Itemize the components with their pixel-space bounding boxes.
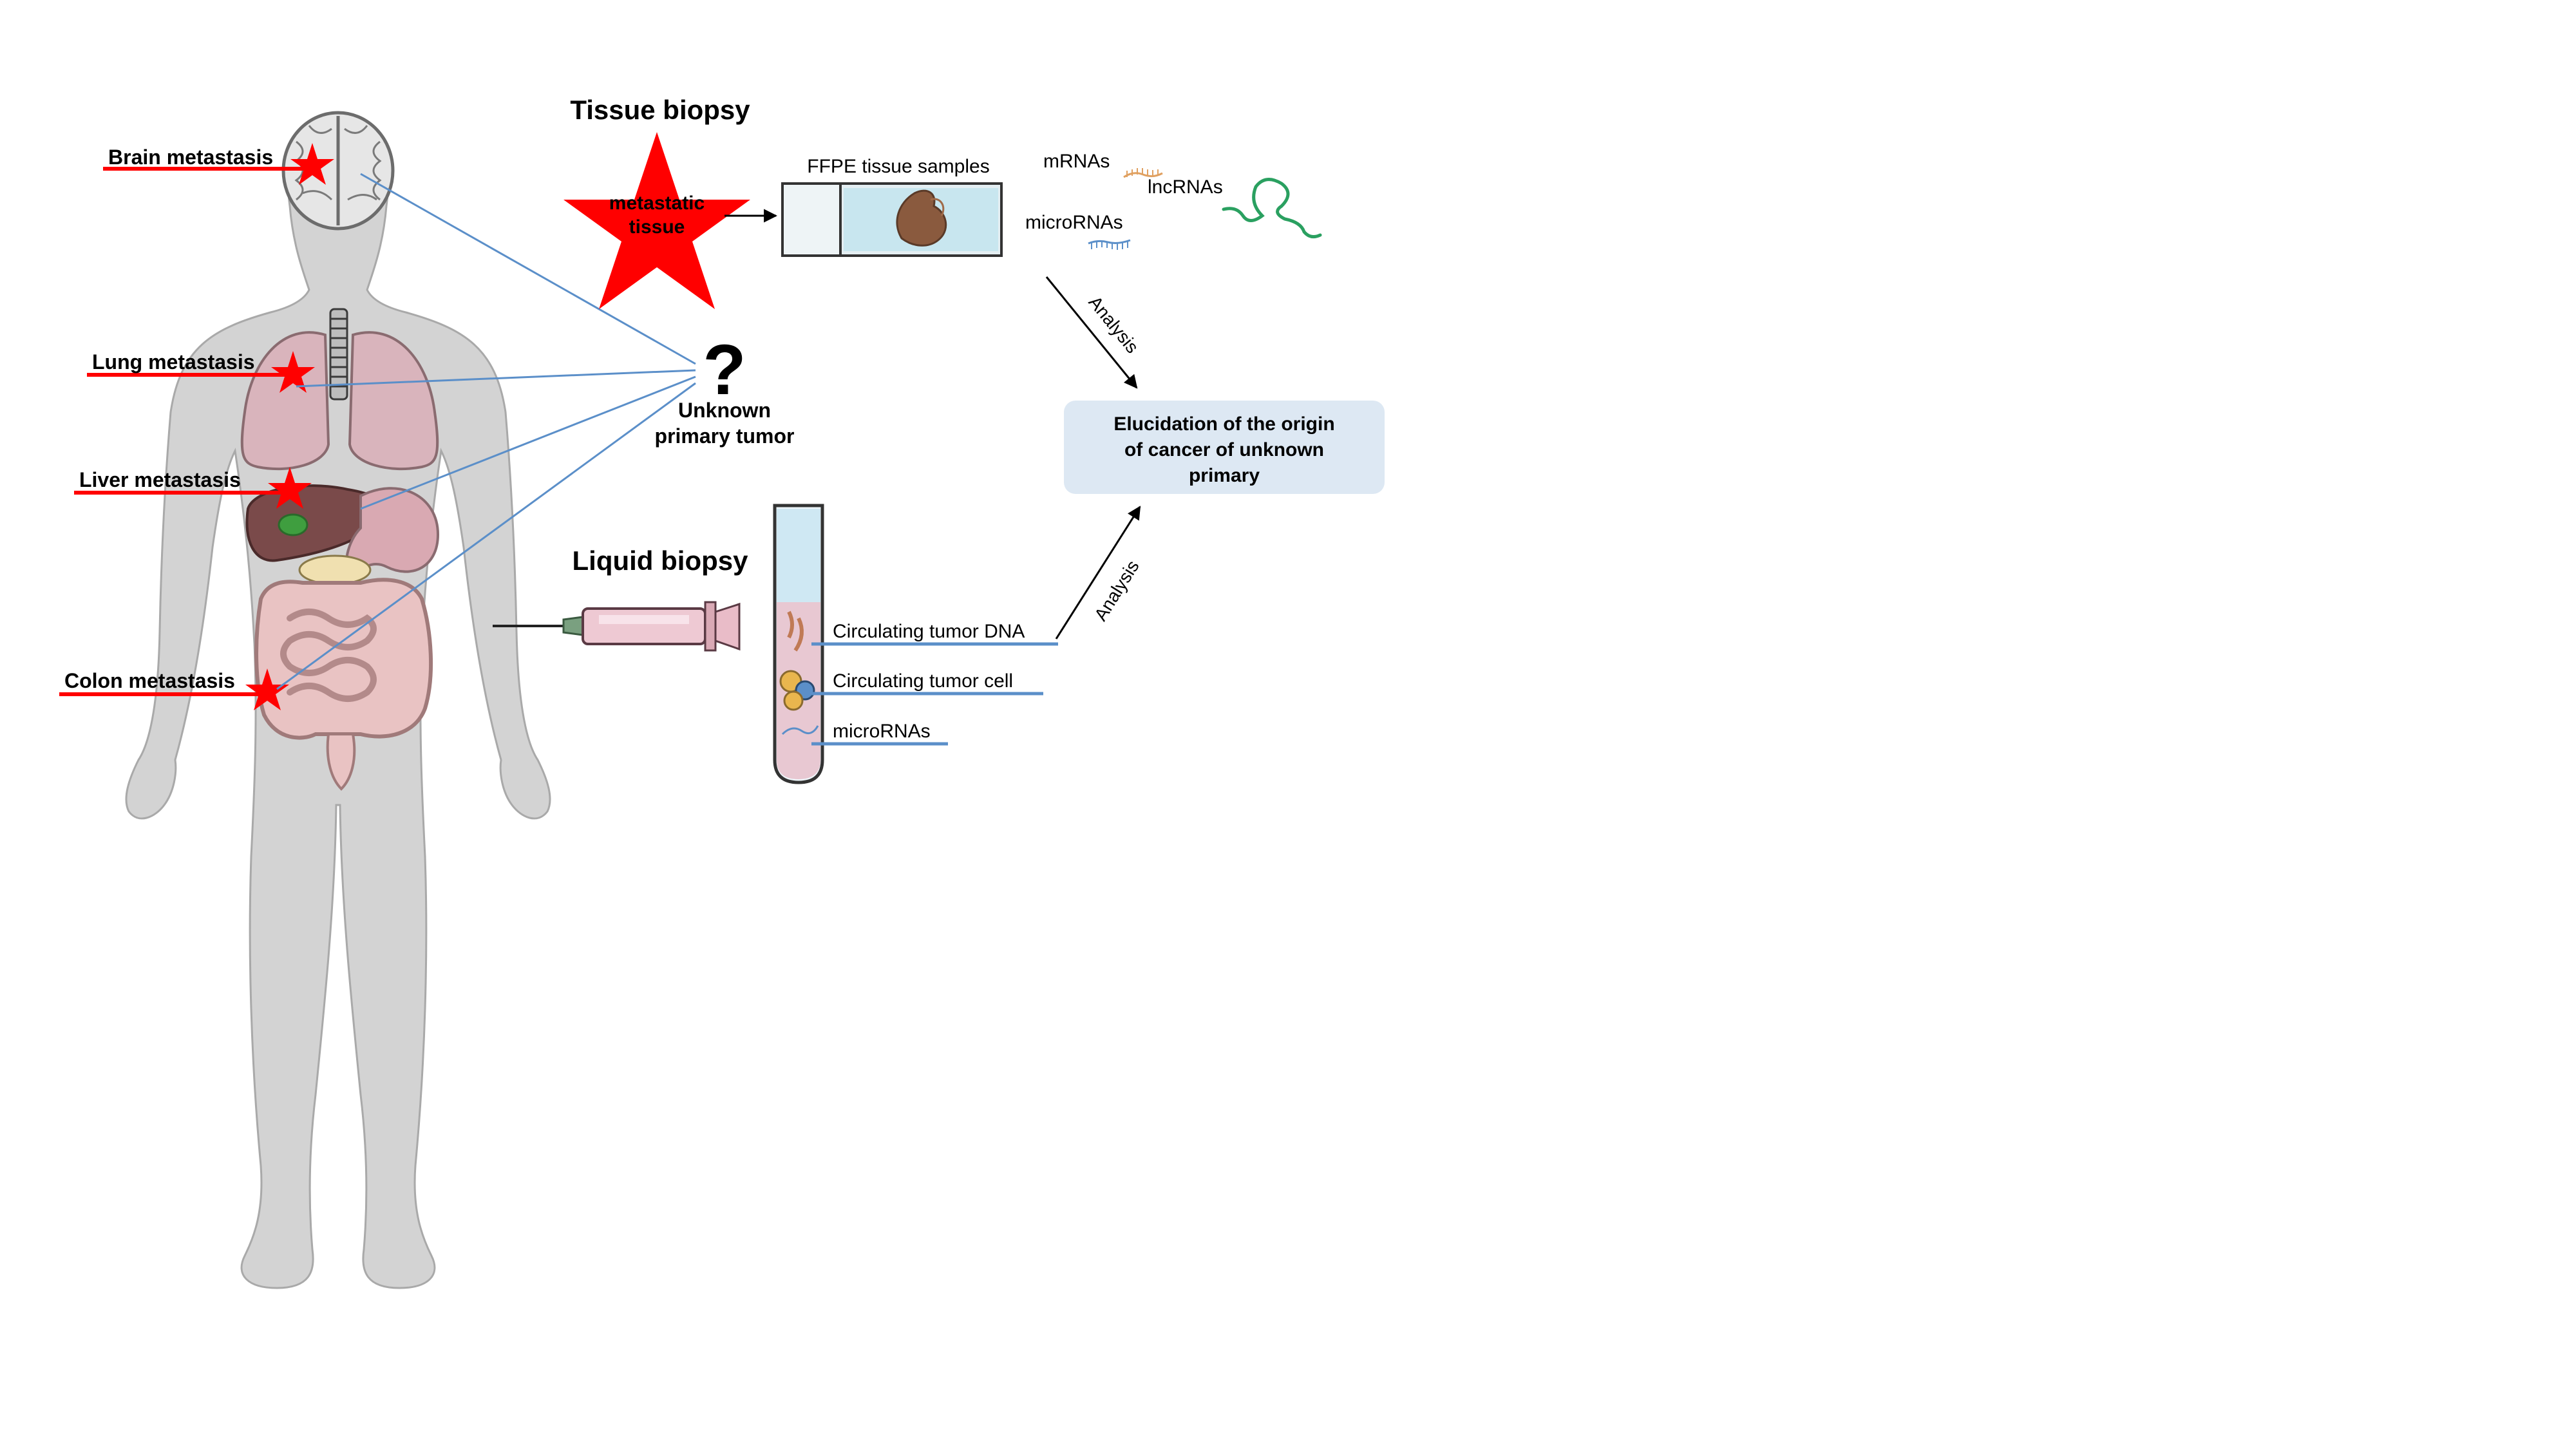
metastasis-markers: Brain metastasis Lung metastasis Liver m… <box>59 143 334 710</box>
lung-metastasis-star-icon <box>271 351 315 393</box>
connector-colon <box>276 382 696 690</box>
pancreas-icon <box>298 554 372 585</box>
micrornas-tissue-label: microRNAs <box>1025 212 1123 233</box>
ffpe-slide-icon <box>781 182 1003 257</box>
brain-icon <box>281 111 395 231</box>
analysis-upper-arrow <box>1045 276 1138 389</box>
liquid-biopsy-section: Liquid biopsy Circulating tumor DNA Circ… <box>493 504 1143 784</box>
ctdna-label: Circulating tumor DNA <box>833 621 1025 642</box>
lung-metastasis-label: Lung metastasis <box>92 350 255 374</box>
rectum-icon <box>326 733 356 791</box>
brain-metastasis-star-icon <box>290 143 334 185</box>
liver-metastasis-label: Liver metastasis <box>79 468 241 491</box>
small-intestine-icon <box>280 609 377 702</box>
unknown-primary-tumor: ? Unknown primary tumor <box>655 330 795 448</box>
ctc-label: Circulating tumor cell <box>833 670 1013 692</box>
microrna-tissue-strand-icon <box>1088 239 1131 245</box>
question-mark-icon: ? <box>703 330 746 410</box>
unknown-primary-line1: Unknown <box>678 399 771 422</box>
analysis-lower-label: Analysis <box>1090 557 1143 625</box>
liquid-biopsy-title: Liquid biopsy <box>573 545 749 576</box>
tissue-biopsy-title: Tissue biopsy <box>570 95 750 125</box>
connector-liver <box>360 375 696 510</box>
lungs-icon <box>240 331 439 470</box>
mrnas-label: mRNAs <box>1043 151 1110 172</box>
unknown-primary-line2: primary tumor <box>655 424 795 448</box>
analysis-upper-label: Analysis <box>1085 292 1143 357</box>
result-line3: primary <box>1189 465 1260 486</box>
human-body-silhouette <box>125 111 551 1289</box>
result-box: Elucidation of the origin of cancer of u… <box>1064 401 1385 494</box>
lncrna-strand-icon <box>1222 178 1322 239</box>
gallbladder-icon <box>278 513 308 536</box>
brain-metastasis-label: Brain metastasis <box>108 146 273 169</box>
lncrnas-label: lncRNAs <box>1148 176 1223 198</box>
microrna-liquid-label: microRNAs <box>833 721 931 742</box>
colon-metastasis-star-icon <box>245 668 289 710</box>
ffpe-label: FFPE tissue samples <box>807 156 989 177</box>
test-tube-icon <box>773 504 824 784</box>
microrna-tissue-ticks <box>1091 241 1128 250</box>
result-line1: Elucidation of the origin <box>1113 413 1334 435</box>
syringe-icon <box>493 601 741 652</box>
star-label-line2: tissue <box>629 216 685 238</box>
analysis-lower-arrow <box>1055 506 1141 639</box>
star-label-line1: metastatic <box>609 193 705 214</box>
metastatic-tissue-star-icon <box>564 132 750 309</box>
result-line2: of cancer of unknown <box>1124 439 1324 460</box>
unknown-primary-connectors <box>276 173 696 690</box>
liver-metastasis-star-icon <box>268 467 312 509</box>
connector-lung <box>296 369 696 388</box>
trachea-icon <box>329 308 348 401</box>
colon-metastasis-label: Colon metastasis <box>64 669 235 692</box>
mrna-ticks <box>1126 168 1159 177</box>
tissue-biopsy-section: Tissue biopsy metastatic tissue FFPE tis… <box>564 95 1322 389</box>
connector-brain <box>360 173 696 365</box>
